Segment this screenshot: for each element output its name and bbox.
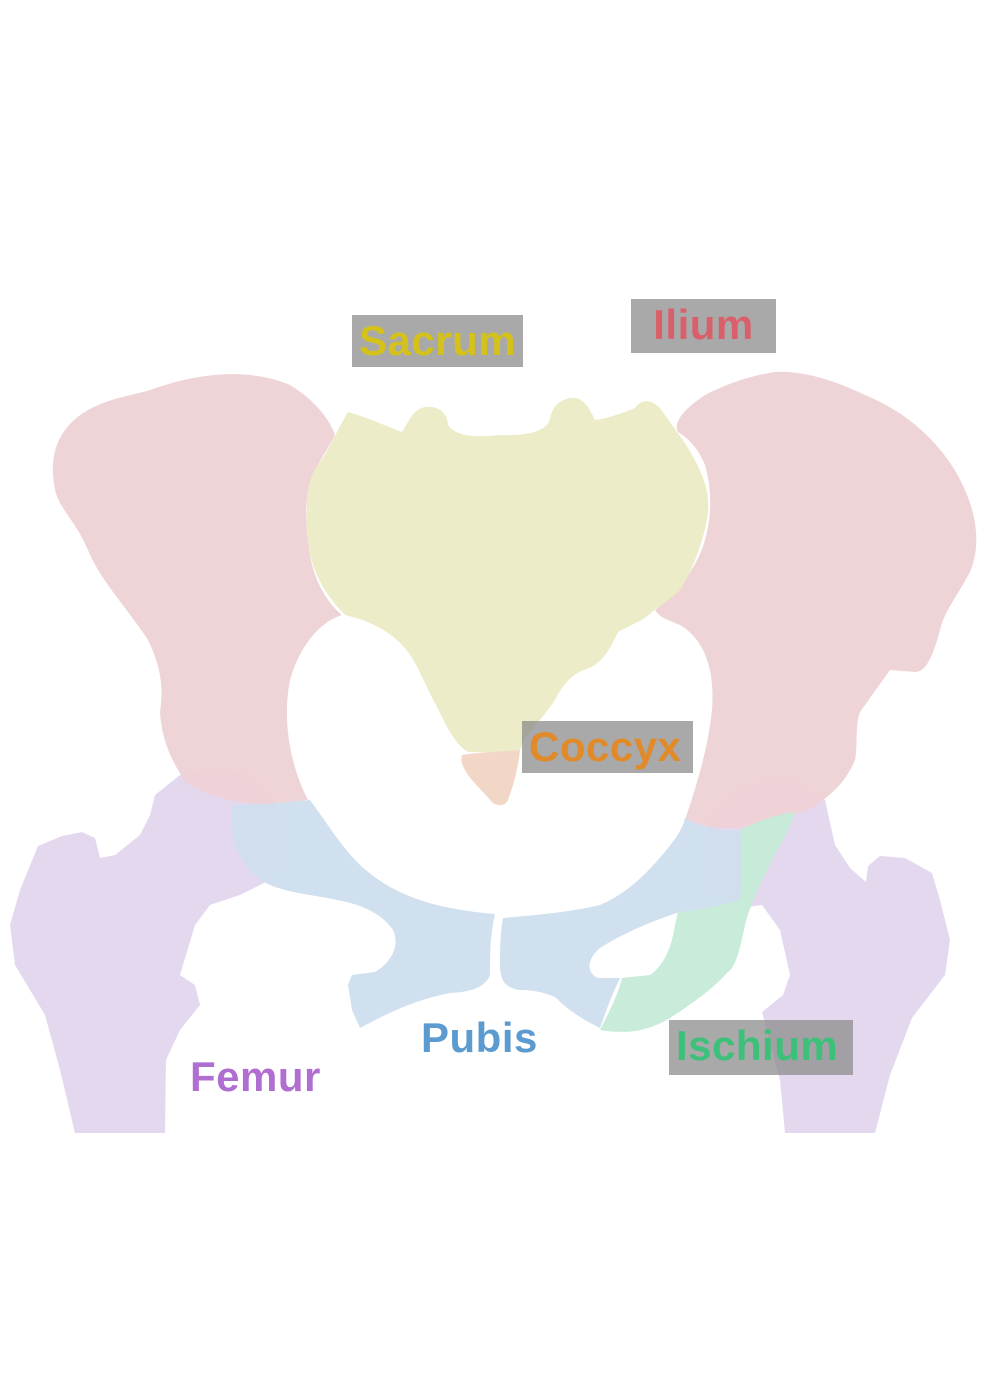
ischium-label: Ischium — [669, 1020, 853, 1075]
pubis-label: Pubis — [421, 1014, 538, 1061]
ilium-left-shape — [52, 374, 343, 805]
coccyx-shape — [461, 750, 520, 806]
coccyx-label: Coccyx — [522, 721, 693, 773]
ilium-label: Ilium — [631, 299, 776, 353]
ilium-right-shape — [655, 371, 977, 829]
sacrum-label: Sacrum — [352, 315, 523, 367]
pubis-left-shape — [232, 800, 495, 1028]
femur-label: Femur — [190, 1053, 321, 1100]
pubis-right-shape — [500, 812, 790, 1028]
ischium-shape — [600, 812, 795, 1032]
femur-left-shape — [10, 768, 285, 1133]
sacrum-shape — [306, 398, 709, 752]
